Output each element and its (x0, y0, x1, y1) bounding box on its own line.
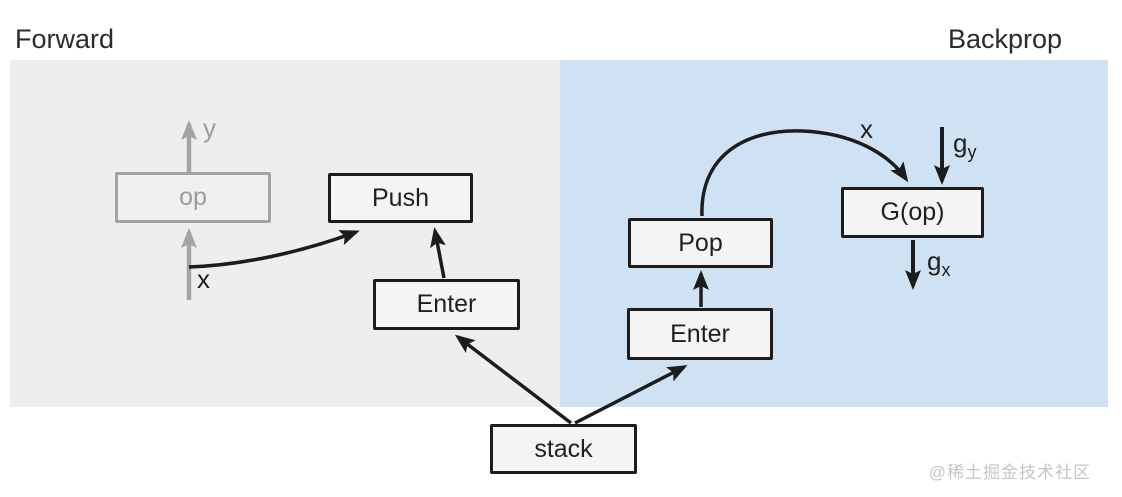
edge-pop-to-gop-arrow (700, 129, 909, 217)
y-output-label: y (203, 113, 216, 143)
node-enter-backprop: Enter (627, 308, 773, 360)
edge-x-to-push-arrow (188, 230, 360, 269)
backprop-phase-label: Backprop (948, 24, 1063, 54)
node-enter-forward: Enter (373, 279, 520, 330)
edge-stack-to-enter-forward-arrow (454, 334, 573, 425)
node-enter-backprop-label: Enter (670, 319, 730, 348)
x-pass-label: x (860, 114, 873, 144)
node-pop: Pop (628, 218, 773, 268)
edge-enter-to-push-arrow (430, 227, 446, 279)
gy-label: gy (953, 128, 977, 163)
edge-stack-to-enter-backprop-arrow (574, 365, 688, 425)
node-enter-forward-label: Enter (416, 290, 477, 318)
node-op-label: op (179, 183, 207, 211)
node-push: Push (328, 173, 473, 223)
node-push-label: Push (372, 183, 429, 212)
gx-label: gx (927, 246, 951, 281)
node-stack-label: stack (534, 434, 593, 463)
node-op: op (115, 172, 271, 223)
node-gop-label: G(op) (880, 198, 945, 226)
node-pop-label: Pop (678, 228, 723, 257)
node-stack: stack (490, 424, 637, 474)
forward-phase-label: Forward (15, 24, 115, 54)
x-input-label: x (197, 264, 210, 294)
node-gop: G(op) (841, 187, 984, 238)
watermark: @稀土掘金技术社区 (928, 463, 1091, 482)
